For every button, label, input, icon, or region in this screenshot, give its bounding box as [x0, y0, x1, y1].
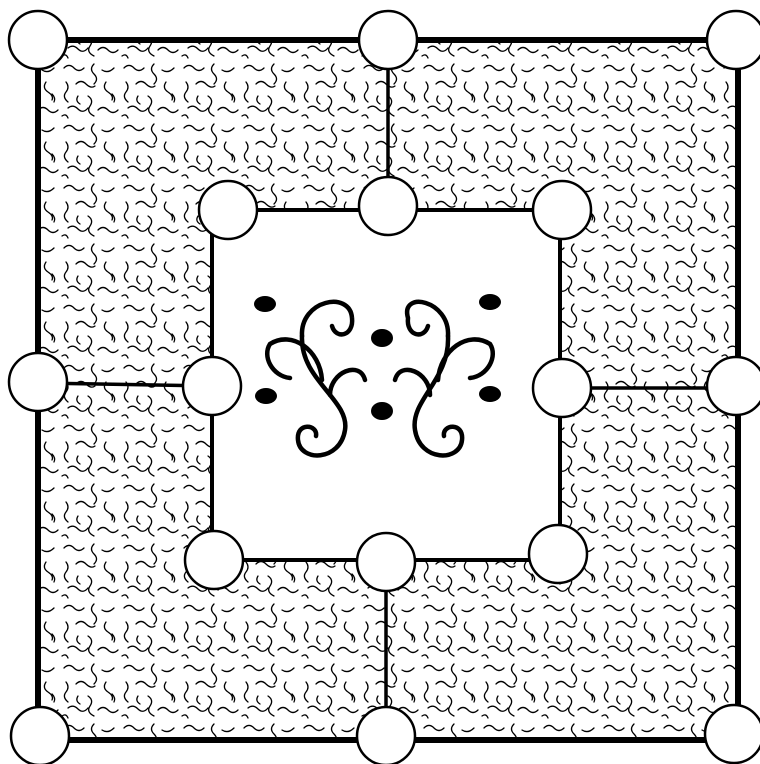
board-point-inner-mid-left[interactable]: [183, 357, 241, 415]
board-point-outer-mid-left[interactable]: [9, 353, 67, 411]
inner-square-area: [212, 210, 560, 560]
board-point-outer-bottom-mid[interactable]: [357, 707, 415, 764]
board-point-inner-bottom-right[interactable]: [529, 525, 587, 583]
board-point-outer-bottom-left[interactable]: [11, 707, 69, 764]
board-point-inner-mid-right[interactable]: [533, 359, 591, 417]
board-point-outer-top-left[interactable]: [9, 11, 67, 69]
board-point-inner-top-right[interactable]: [533, 181, 591, 239]
board-point-inner-bottom-mid[interactable]: [357, 533, 415, 591]
board-point-outer-bottom-right[interactable]: [705, 705, 760, 763]
board-point-outer-top-mid[interactable]: [359, 11, 417, 69]
board-point-inner-top-left[interactable]: [199, 181, 257, 239]
board-point-inner-bottom-left[interactable]: [185, 531, 243, 589]
board-point-inner-top-mid[interactable]: [359, 177, 417, 235]
board-point-outer-mid-right[interactable]: [707, 357, 760, 415]
board-point-outer-top-right[interactable]: [707, 11, 760, 69]
